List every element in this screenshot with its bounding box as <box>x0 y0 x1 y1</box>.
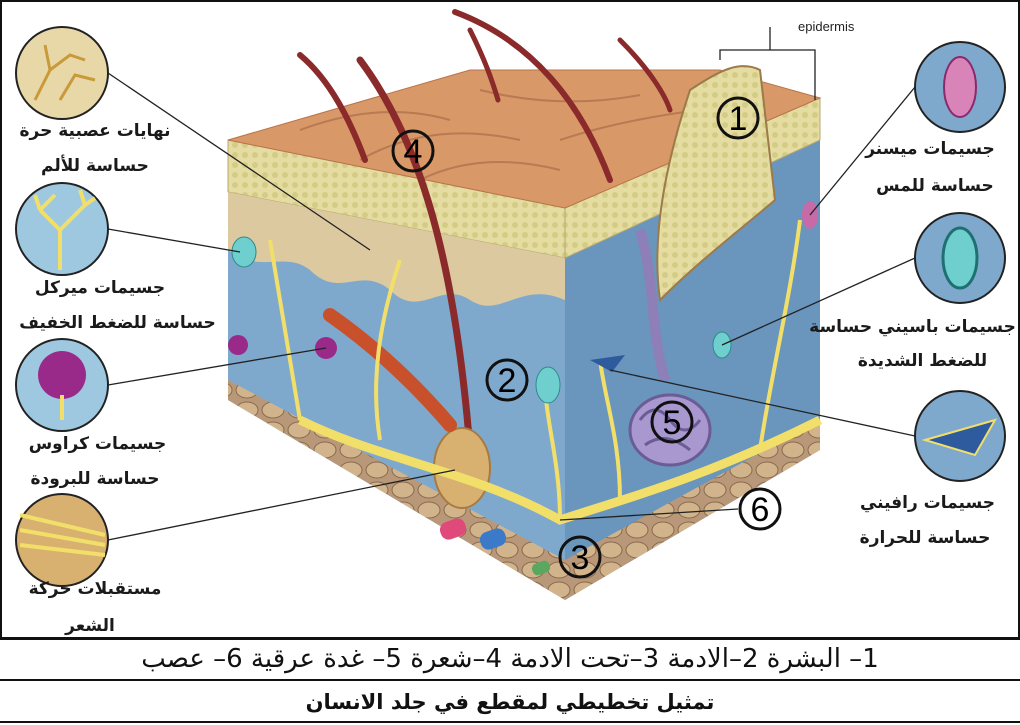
legend: 1– البشرة 2–الادمة 3–تحت الادمة 4–شعرة 5… <box>0 637 1020 681</box>
label-pacinian-line2: للضغط الشديدة <box>840 350 1005 372</box>
marker-4-text: 4 <box>404 133 423 171</box>
label-meissner-line1: جسيمات ميسنر <box>845 138 1015 160</box>
epidermis-label: epidermis <box>798 19 854 34</box>
merkel-in-block <box>232 237 256 267</box>
pacinian-in-block-2 <box>536 367 560 403</box>
label-krause-line2: حساسة للبرودة <box>15 468 175 490</box>
marker-6: 6 <box>740 489 780 529</box>
marker-5-text: 5 <box>663 404 682 442</box>
callout-ruffini <box>915 391 1005 481</box>
label-hair-receptor-line2: الشعر <box>40 615 140 637</box>
label-hair-receptor-line1: مستقبلات حركة <box>5 578 185 600</box>
label-free-nerve-endings-line1: نهايات عصبية حرة <box>5 120 185 142</box>
callout-pacinian <box>915 213 1005 303</box>
callout-hair-receptor <box>16 494 108 586</box>
label-merkel-line2: حساسة للضغط الخفيف <box>0 312 235 334</box>
callout-merkel <box>16 183 108 275</box>
marker-1-text: 1 <box>729 100 748 138</box>
krause-in-block <box>228 335 248 355</box>
callout-free-nerve-endings <box>16 27 108 119</box>
label-ruffini-line1: جسيمات رافيني <box>840 492 1015 514</box>
callout-meissner <box>915 42 1005 132</box>
label-ruffini-line2: حساسة للحرارة <box>850 527 1000 549</box>
label-free-nerve-endings-line2: حساسة للألم <box>20 155 170 177</box>
callout-krause <box>16 339 108 431</box>
label-meissner-line2: حساسة للمس <box>870 175 1000 197</box>
marker-6-text: 6 <box>751 491 770 529</box>
label-pacinian-line1: جسيمات باسيني حساسة <box>805 316 1020 338</box>
label-krause-line1: جسيمات كراوس <box>10 433 185 455</box>
caption: تمثيل تخطيطي لمقطع في جلد الانسان <box>0 683 1020 723</box>
label-merkel-line1: جسيمات ميركل <box>15 277 185 299</box>
marker-3-text: 3 <box>571 539 590 577</box>
marker-2-text: 2 <box>498 362 517 400</box>
